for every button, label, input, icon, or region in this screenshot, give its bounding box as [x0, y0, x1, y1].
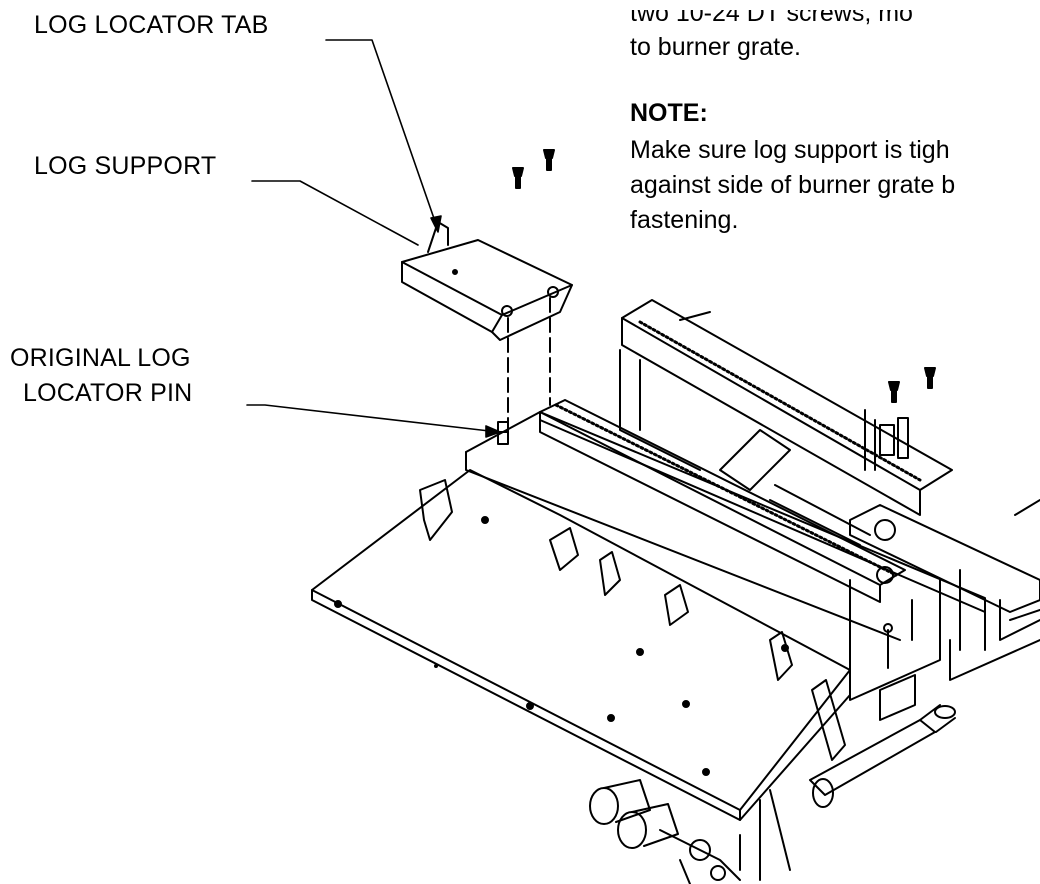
leader-log-locator-tab [325, 39, 439, 231]
instruction-line2: to burner grate. [630, 33, 801, 61]
label-original-log-line2: LOCATOR PIN [23, 379, 193, 407]
leader-lines [246, 39, 501, 438]
leader-locator-pin [246, 404, 499, 433]
label-original-log-line1: ORIGINAL LOG [10, 344, 191, 372]
burner-grate-assembly [465, 299, 1040, 641]
leader-log-support [251, 180, 419, 246]
base-plate [311, 469, 851, 821]
note-line1: Make sure log support is tigh [630, 136, 950, 164]
arrowhead-pin [485, 425, 501, 438]
instruction-line1: two 10-24 DT screws, mo [630, 0, 913, 27]
log-support-bracket [401, 221, 573, 426]
ember-clips [419, 479, 846, 761]
note-line2: against side of burner grate b [630, 171, 956, 199]
note-line3: fastening. [630, 206, 739, 234]
label-log-support: LOG SUPPORT [34, 152, 217, 180]
screw-icon [512, 149, 936, 403]
note-heading: NOTE: [630, 99, 708, 127]
valve-housing [759, 569, 1040, 881]
label-log-locator-tab: LOG LOCATOR TAB [34, 11, 269, 39]
inlet-fittings [589, 779, 741, 884]
log-locator-tab [427, 221, 449, 253]
